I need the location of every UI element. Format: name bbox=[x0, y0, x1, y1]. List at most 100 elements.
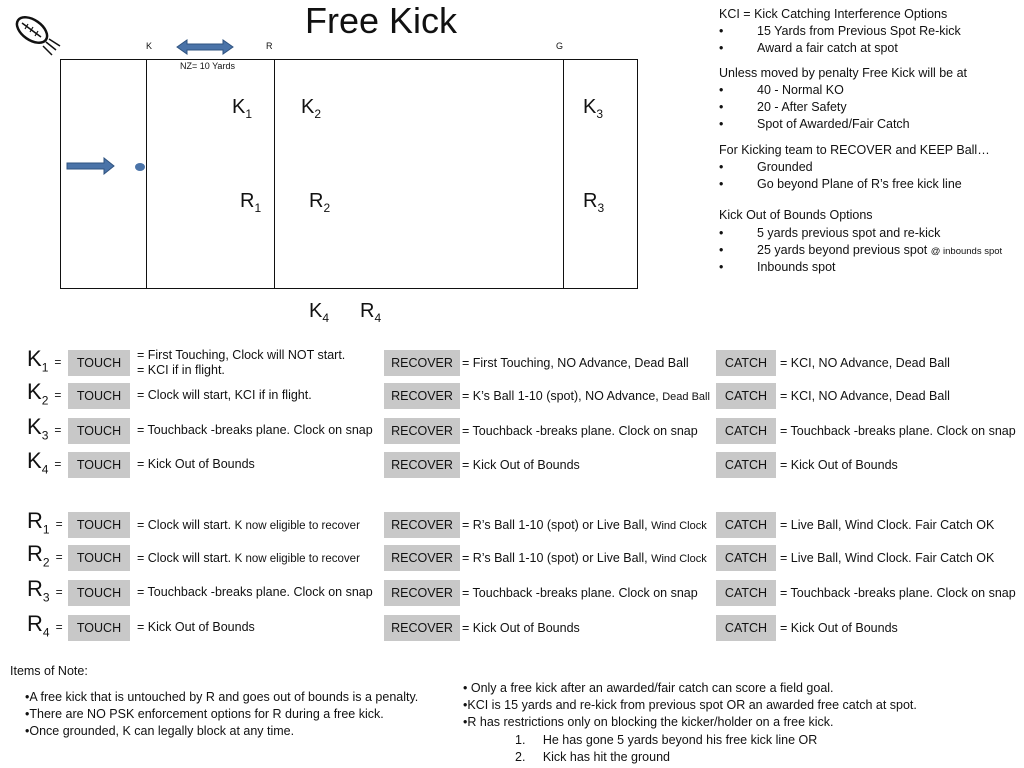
field-label-k: K bbox=[146, 41, 153, 51]
note-item: •KCI is 15 yards and re-kick from previo… bbox=[463, 698, 917, 712]
recover-button[interactable]: RECOVER bbox=[384, 580, 460, 606]
recover-description: = R’s Ball 1-10 (spot) or Live Ball, Win… bbox=[462, 551, 707, 565]
touch-description: = First Touching, Clock will NOT start. bbox=[137, 348, 346, 362]
row-label: R2= bbox=[27, 541, 63, 570]
touch-button[interactable]: TOUCH bbox=[68, 350, 130, 376]
catch-description: = Live Ball, Wind Clock. Fair Catch OK bbox=[780, 551, 995, 565]
field-label-g: G bbox=[556, 41, 564, 51]
ball-icon bbox=[135, 163, 145, 171]
row-label: K4= bbox=[27, 448, 62, 477]
football-icon bbox=[15, 16, 61, 56]
note-item: •A free kick that is untouched by R and … bbox=[25, 690, 419, 704]
spot-item: •Spot of Awarded/Fair Catch bbox=[719, 117, 910, 131]
catch-button[interactable]: CATCH bbox=[716, 418, 776, 444]
goal-line bbox=[563, 59, 564, 289]
touch-button[interactable]: TOUCH bbox=[68, 383, 130, 409]
position-k1: K1 bbox=[232, 96, 253, 121]
recover-button[interactable]: RECOVER bbox=[384, 512, 460, 538]
recover-button[interactable]: RECOVER bbox=[384, 418, 460, 444]
recover-description: = Touchback -breaks plane. Clock on snap bbox=[462, 586, 698, 600]
recover-button[interactable]: RECOVER bbox=[384, 452, 460, 478]
touch-description: = Kick Out of Bounds bbox=[137, 457, 255, 471]
touch-description: = Clock will start. K now eligible to re… bbox=[137, 551, 360, 565]
touch-button[interactable]: TOUCH bbox=[68, 615, 130, 641]
oob-item: •Inbounds spot bbox=[719, 260, 836, 274]
recover-button[interactable]: RECOVER bbox=[384, 350, 460, 376]
recover-item: •Go beyond Plane of R’s free kick line bbox=[719, 177, 962, 191]
kick-direction-arrow-icon bbox=[66, 157, 115, 175]
row-label: R1= bbox=[27, 508, 63, 537]
oob-item: •25 yards beyond previous spot @ inbound… bbox=[719, 243, 1003, 257]
position-r3: R3 bbox=[583, 190, 605, 215]
touch-description-line2: = KCI if in flight. bbox=[137, 363, 225, 377]
row-label: R3= bbox=[27, 576, 63, 605]
row-label: R4= bbox=[27, 611, 63, 640]
numbered-item: 1. He has gone 5 yards beyond his free k… bbox=[515, 733, 818, 747]
field-label-r: R bbox=[266, 41, 273, 51]
notes-heading: Items of Note: bbox=[10, 664, 88, 678]
recover-description: = Kick Out of Bounds bbox=[462, 621, 580, 635]
row-label: K2= bbox=[27, 379, 62, 408]
recover-button[interactable]: RECOVER bbox=[384, 545, 460, 571]
position-k3: K3 bbox=[583, 96, 604, 121]
note-item: • Only a free kick after an awarded/fair… bbox=[463, 681, 834, 695]
row-label: K3= bbox=[27, 414, 62, 443]
neutral-zone-label: NZ= 10 Yards bbox=[180, 61, 235, 71]
kci-item: •Award a fair catch at spot bbox=[719, 41, 898, 55]
catch-button[interactable]: CATCH bbox=[716, 350, 776, 376]
row-label: K1= bbox=[27, 346, 62, 375]
position-r2: R2 bbox=[309, 190, 331, 215]
oob-item: •5 yards previous spot and re-kick bbox=[719, 226, 941, 240]
touch-button[interactable]: TOUCH bbox=[68, 452, 130, 478]
recover-description: = Kick Out of Bounds bbox=[462, 458, 580, 472]
recover-description: = R’s Ball 1-10 (spot) or Live Ball, Win… bbox=[462, 518, 707, 532]
numbered-item: 2. Kick has hit the ground bbox=[515, 750, 670, 764]
catch-description: = Kick Out of Bounds bbox=[780, 458, 898, 472]
touch-button[interactable]: TOUCH bbox=[68, 580, 130, 606]
page-title: Free Kick bbox=[305, 0, 458, 41]
catch-description: = KCI, NO Advance, Dead Ball bbox=[780, 356, 950, 370]
touch-description: = Touchback -breaks plane. Clock on snap bbox=[137, 585, 373, 599]
touch-button[interactable]: TOUCH bbox=[68, 418, 130, 444]
touch-description: = Touchback -breaks plane. Clock on snap bbox=[137, 423, 373, 437]
touch-description: = Kick Out of Bounds bbox=[137, 620, 255, 634]
note-item: •Once grounded, K can legally block at a… bbox=[25, 724, 295, 738]
catch-button[interactable]: CATCH bbox=[716, 383, 776, 409]
catch-button[interactable]: CATCH bbox=[716, 512, 776, 538]
position-r1: R1 bbox=[240, 190, 262, 215]
catch-description: = Live Ball, Wind Clock. Fair Catch OK bbox=[780, 518, 995, 532]
neutral-zone-arrow-icon bbox=[176, 39, 234, 55]
catch-button[interactable]: CATCH bbox=[716, 452, 776, 478]
note-item: •There are NO PSK enforcement options fo… bbox=[25, 707, 384, 721]
recover-item: •Grounded bbox=[719, 160, 813, 174]
catch-description: = Touchback -breaks plane. Clock on snap bbox=[780, 586, 1016, 600]
kci-item: •15 Yards from Previous Spot Re-kick bbox=[719, 24, 961, 38]
recover-button[interactable]: RECOVER bbox=[384, 383, 460, 409]
touch-description: = Clock will start. K now eligible to re… bbox=[137, 518, 360, 532]
position-k2: K2 bbox=[301, 96, 322, 121]
catch-description: = KCI, NO Advance, Dead Ball bbox=[780, 389, 950, 403]
recover-description: = K’s Ball 1-10 (spot), NO Advance, Dead… bbox=[462, 389, 710, 403]
catch-button[interactable]: CATCH bbox=[716, 580, 776, 606]
catch-button[interactable]: CATCH bbox=[716, 545, 776, 571]
kci-heading: KCI = Kick Catching Interference Options bbox=[719, 7, 948, 21]
recover-description: = Touchback -breaks plane. Clock on snap bbox=[462, 424, 698, 438]
catch-description: = Touchback -breaks plane. Clock on snap bbox=[780, 424, 1016, 438]
position-r4: R4 bbox=[360, 300, 382, 325]
touch-button[interactable]: TOUCH bbox=[68, 512, 130, 538]
spot-item: •20 - After Safety bbox=[719, 100, 847, 114]
spot-heading: Unless moved by penalty Free Kick will b… bbox=[719, 66, 968, 80]
oob-heading: Kick Out of Bounds Options bbox=[719, 208, 873, 222]
recover-description: = First Touching, NO Advance, Dead Ball bbox=[462, 356, 689, 370]
touch-button[interactable]: TOUCH bbox=[68, 545, 130, 571]
spot-item: •40 - Normal KO bbox=[719, 83, 844, 97]
catch-button[interactable]: CATCH bbox=[716, 615, 776, 641]
recover-button[interactable]: RECOVER bbox=[384, 615, 460, 641]
r-line bbox=[274, 59, 275, 289]
catch-description: = Kick Out of Bounds bbox=[780, 621, 898, 635]
recover-heading: For Kicking team to RECOVER and KEEP Bal… bbox=[719, 143, 990, 157]
field-diagram bbox=[60, 59, 638, 289]
k-line bbox=[146, 59, 147, 289]
note-item: •R has restrictions only on blocking the… bbox=[463, 715, 834, 729]
position-k4: K4 bbox=[309, 300, 330, 325]
